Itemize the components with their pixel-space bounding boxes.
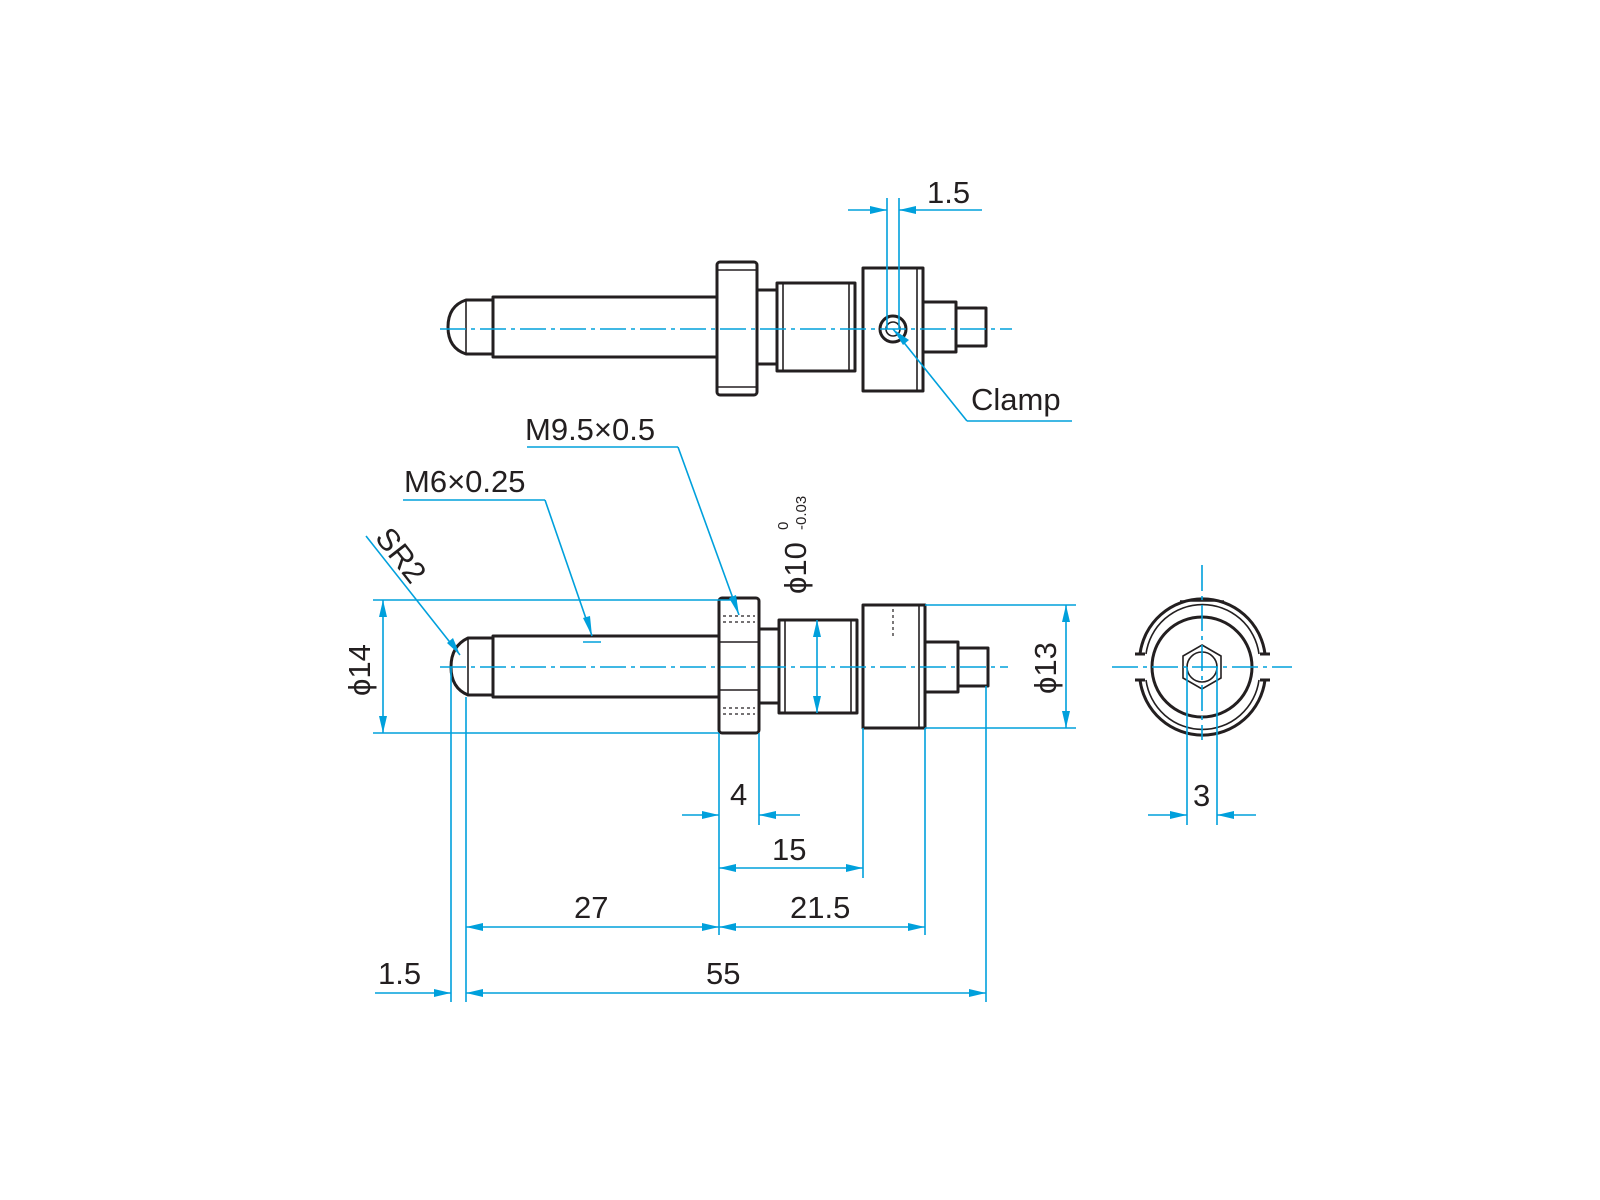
- dim-top-1-5: 1.5: [927, 175, 970, 210]
- dim-diameter-14: ϕ14: [342, 644, 377, 696]
- dim-length-21-5: 21.5: [790, 890, 850, 925]
- tolerance-lower: -0.03: [793, 496, 810, 530]
- tolerance-upper: 0: [775, 522, 792, 530]
- clamp-label: Clamp: [971, 382, 1061, 417]
- top-view-ball-tip: [446, 298, 493, 356]
- top-view-body: [775, 281, 857, 373]
- thread-label-m6: M6×0.25: [404, 464, 526, 499]
- dim-length-4: 4: [730, 777, 747, 812]
- sphere-radius-label: SR2: [368, 521, 433, 590]
- dim-diameter-13: ϕ13: [1028, 642, 1063, 694]
- dim-diameter-10: ϕ10: [778, 542, 813, 594]
- dim-hex-3: 3: [1193, 778, 1210, 813]
- dim-length-15: 15: [772, 832, 806, 867]
- end-view: 3: [1112, 565, 1292, 825]
- front-view: ϕ14 ϕ13 ϕ10 0 -0.03 M9.5×0.5 M6×0.25 SR2: [342, 412, 1076, 1002]
- front-view-hex-nut: [717, 596, 761, 735]
- top-view-shaft: [491, 295, 719, 359]
- top-view: 1.5 Clamp: [440, 175, 1072, 422]
- thread-label-m9-5: M9.5×0.5: [525, 412, 655, 447]
- dim-length-55: 55: [706, 956, 740, 991]
- dim-length-27: 27: [574, 890, 608, 925]
- dim-length-1-5: 1.5: [378, 956, 421, 991]
